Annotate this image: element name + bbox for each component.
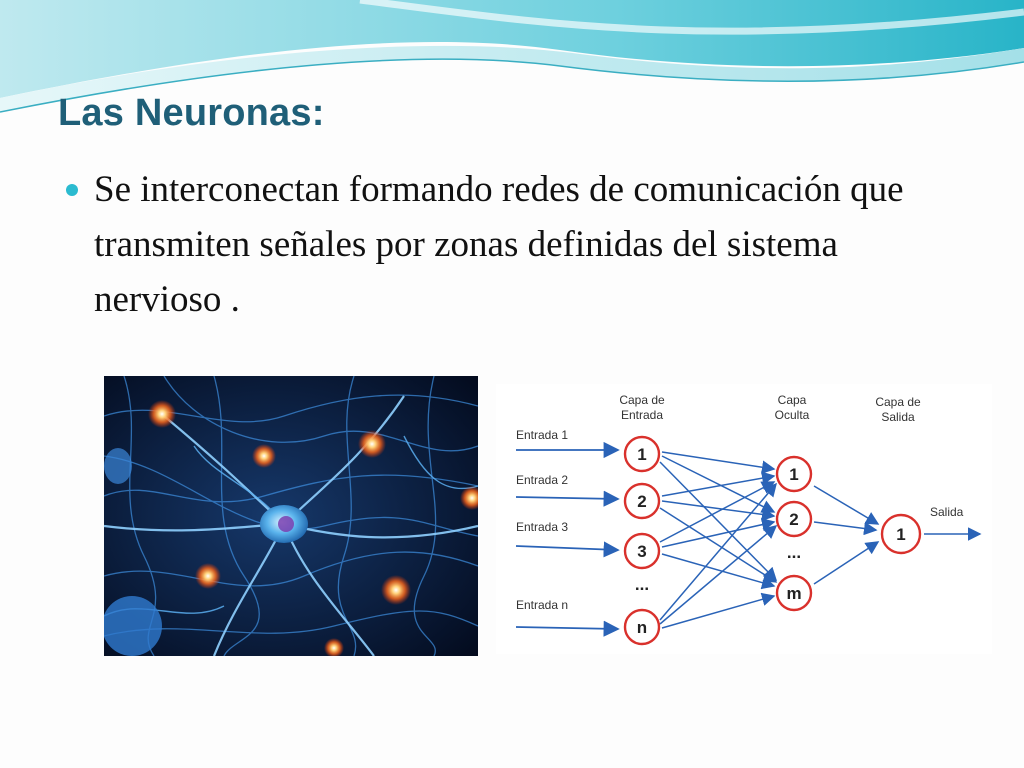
output-label: Salida [930,505,964,519]
neuron-network-photo [104,376,478,656]
hidden-node-label: 2 [789,510,798,529]
input-label: Entrada 2 [516,473,568,487]
hidden-layer-label-line1: Capa [778,393,807,407]
output-layer-label-line1: Capa de [875,395,921,409]
bullet-list: Se interconectan formando redes de comun… [62,162,962,327]
neural-network-diagram: Capa de Entrada Capa Oculta Capa de Sali… [496,384,992,654]
input-node-label: 1 [637,445,646,464]
input-node-label: 3 [637,542,646,561]
input-layer-label-line1: Capa de [619,393,665,407]
bullet-item: Se interconectan formando redes de comun… [62,162,962,327]
bullet-text: Se interconectan formando redes de comun… [94,169,904,320]
input-node-label: 2 [637,492,646,511]
input-label: Entrada n [516,598,568,612]
output-layer-label-line2: Salida [881,410,915,424]
input-label: Entrada 1 [516,428,568,442]
hidden-ellipsis: ... [787,543,801,562]
input-layer-label-line2: Entrada [621,408,663,422]
hidden-node-label: m [786,584,801,603]
input-ellipsis: ... [635,575,649,594]
input-label: Entrada 3 [516,520,568,534]
output-node-label: 1 [896,525,905,544]
hidden-node-label: 1 [789,465,798,484]
hidden-layer-label-line2: Oculta [775,408,810,422]
slide-title: Las Neuronas: [58,92,325,135]
bullet-dot [66,184,78,196]
input-node-label: n [637,618,647,637]
